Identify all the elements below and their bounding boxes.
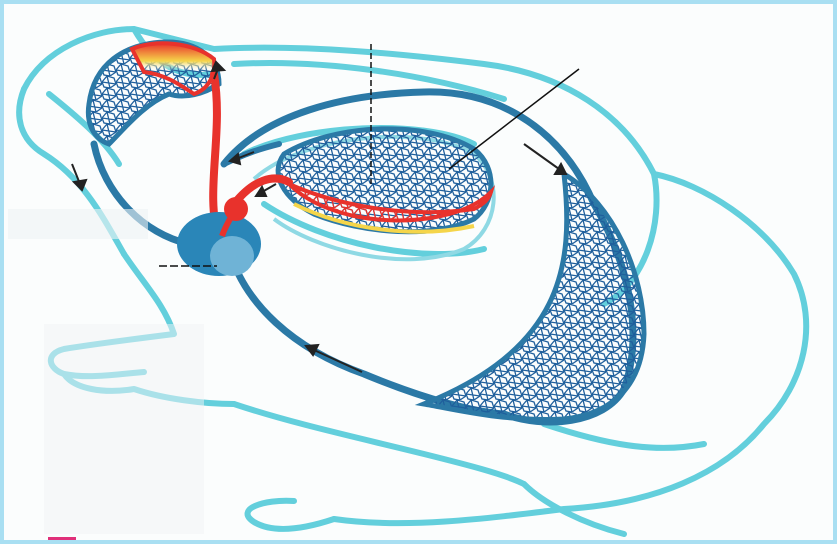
legend-swatch — [48, 537, 76, 544]
frog-circulation-diagram — [4, 4, 837, 544]
scan-shade — [8, 209, 148, 239]
scan-shade — [44, 324, 204, 534]
flow-arrow — [306, 345, 362, 372]
heart — [177, 197, 261, 276]
